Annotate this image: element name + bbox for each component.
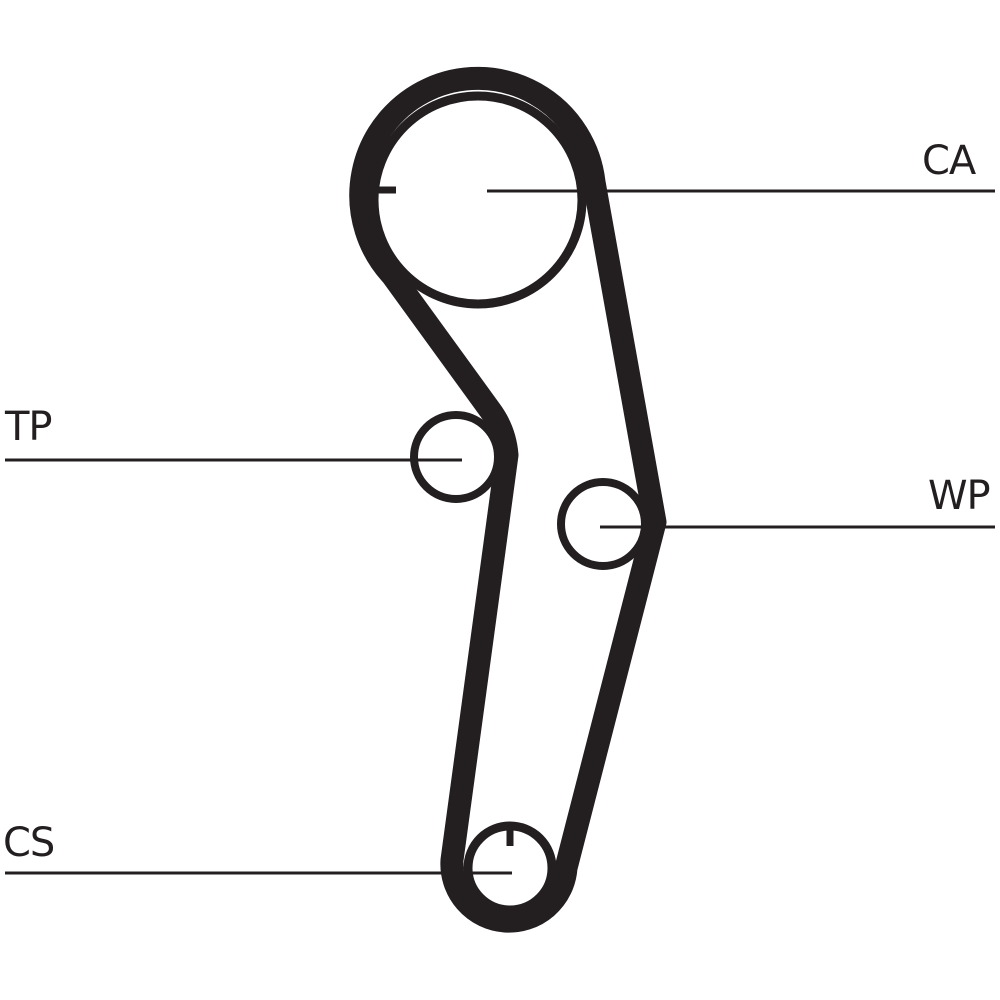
label-tensioner-pulley: TP bbox=[5, 404, 53, 450]
label-water-pump: WP bbox=[928, 473, 991, 519]
water-pump-pulley bbox=[557, 478, 649, 570]
label-camshaft: CA bbox=[922, 138, 976, 184]
label-crankshaft: CS bbox=[3, 820, 55, 866]
tensioner-pulley bbox=[410, 411, 502, 503]
camshaft-pulley bbox=[369, 91, 587, 309]
timing-belt bbox=[349, 66, 667, 933]
